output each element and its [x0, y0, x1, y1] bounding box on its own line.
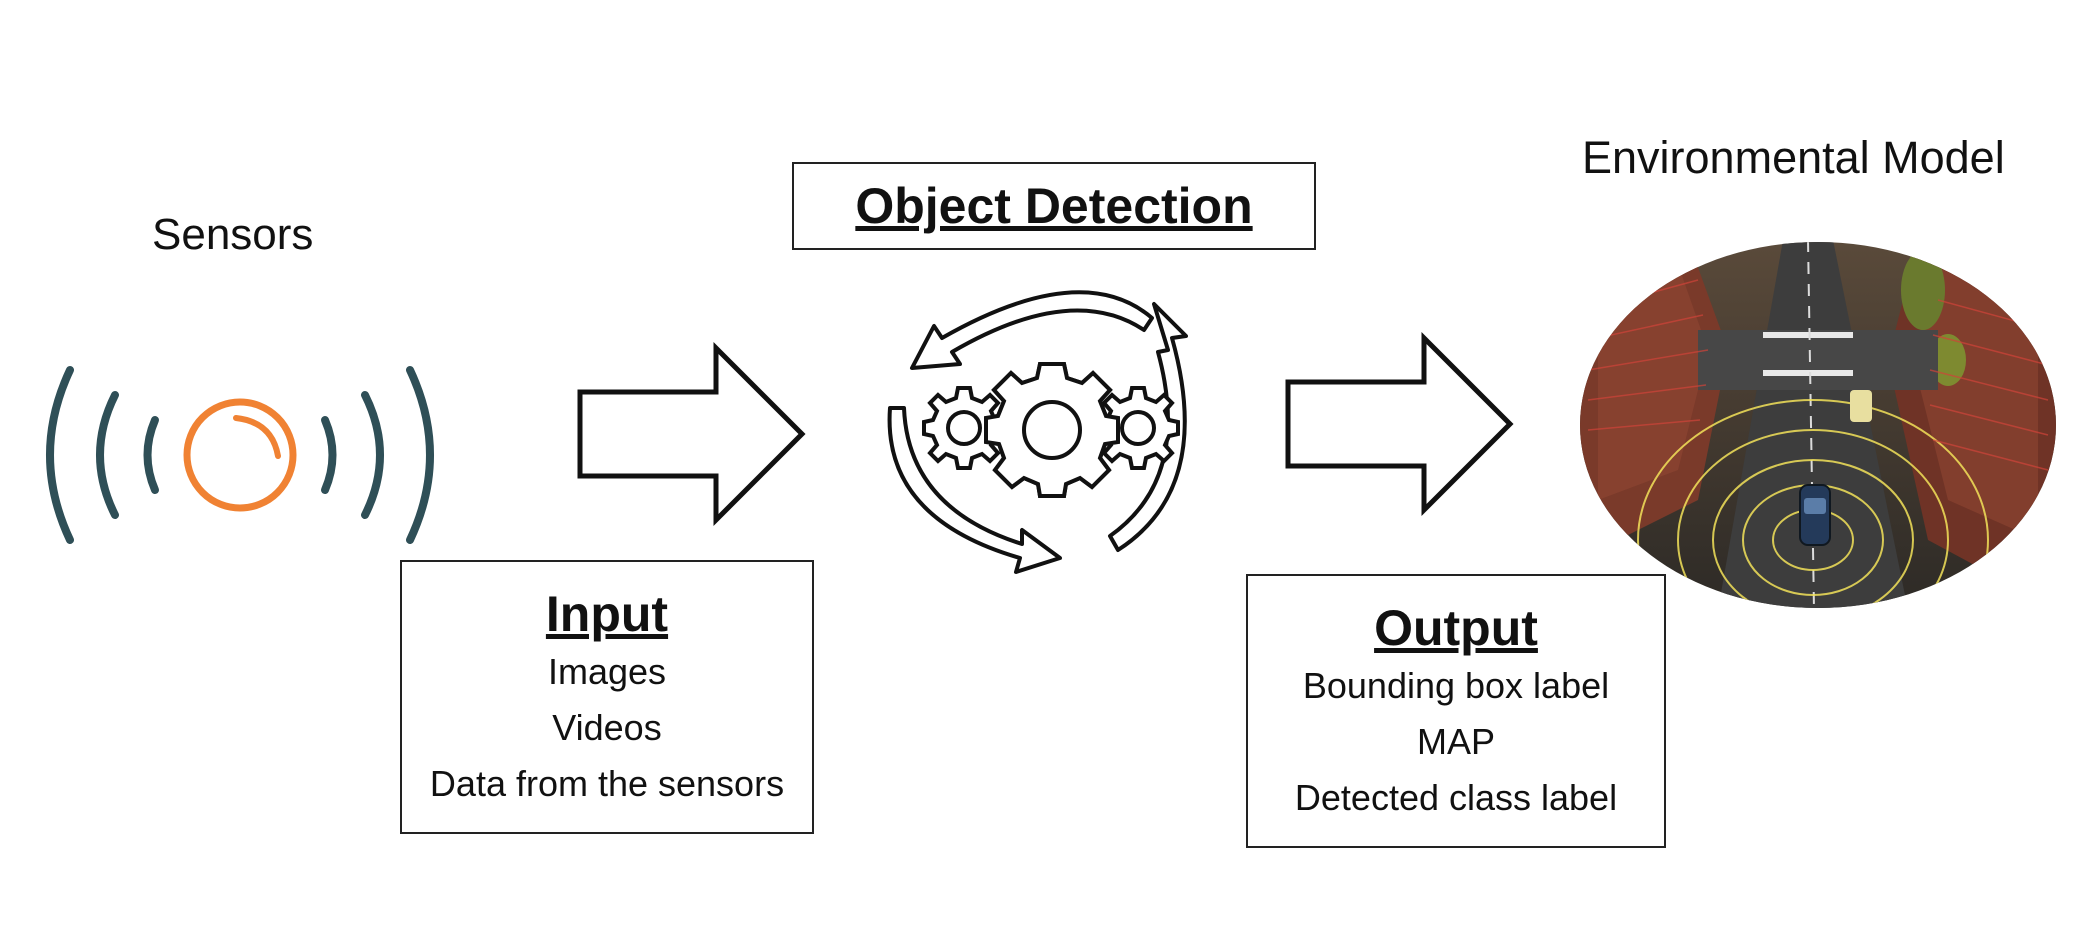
gears-cycle-icon	[887, 290, 1188, 574]
input-box: Input Images Videos Data from the sensor…	[400, 560, 814, 834]
input-title: Input	[545, 586, 669, 642]
lidar-scene-image	[1580, 242, 2056, 608]
input-item: Videos	[552, 707, 662, 748]
output-title: Output	[1374, 600, 1538, 656]
object-detection-title-box: Object Detection	[792, 162, 1316, 250]
arrow-right-icon	[577, 341, 806, 527]
output-item: Detected class label	[1294, 777, 1618, 818]
sensor-signal-icon	[46, 366, 434, 544]
output-box: Output Bounding box label MAP Detected c…	[1246, 574, 1666, 848]
arrow-right-icon	[1285, 331, 1514, 517]
input-item: Data from the sensors	[429, 763, 785, 804]
sensors-label: Sensors	[152, 210, 314, 259]
environmental-model-label: Environmental Model	[1582, 132, 2005, 183]
output-item: MAP	[1416, 721, 1495, 762]
object-detection-title: Object Detection	[855, 178, 1253, 234]
output-item: Bounding box label	[1302, 665, 1610, 706]
input-item: Images	[547, 651, 667, 692]
